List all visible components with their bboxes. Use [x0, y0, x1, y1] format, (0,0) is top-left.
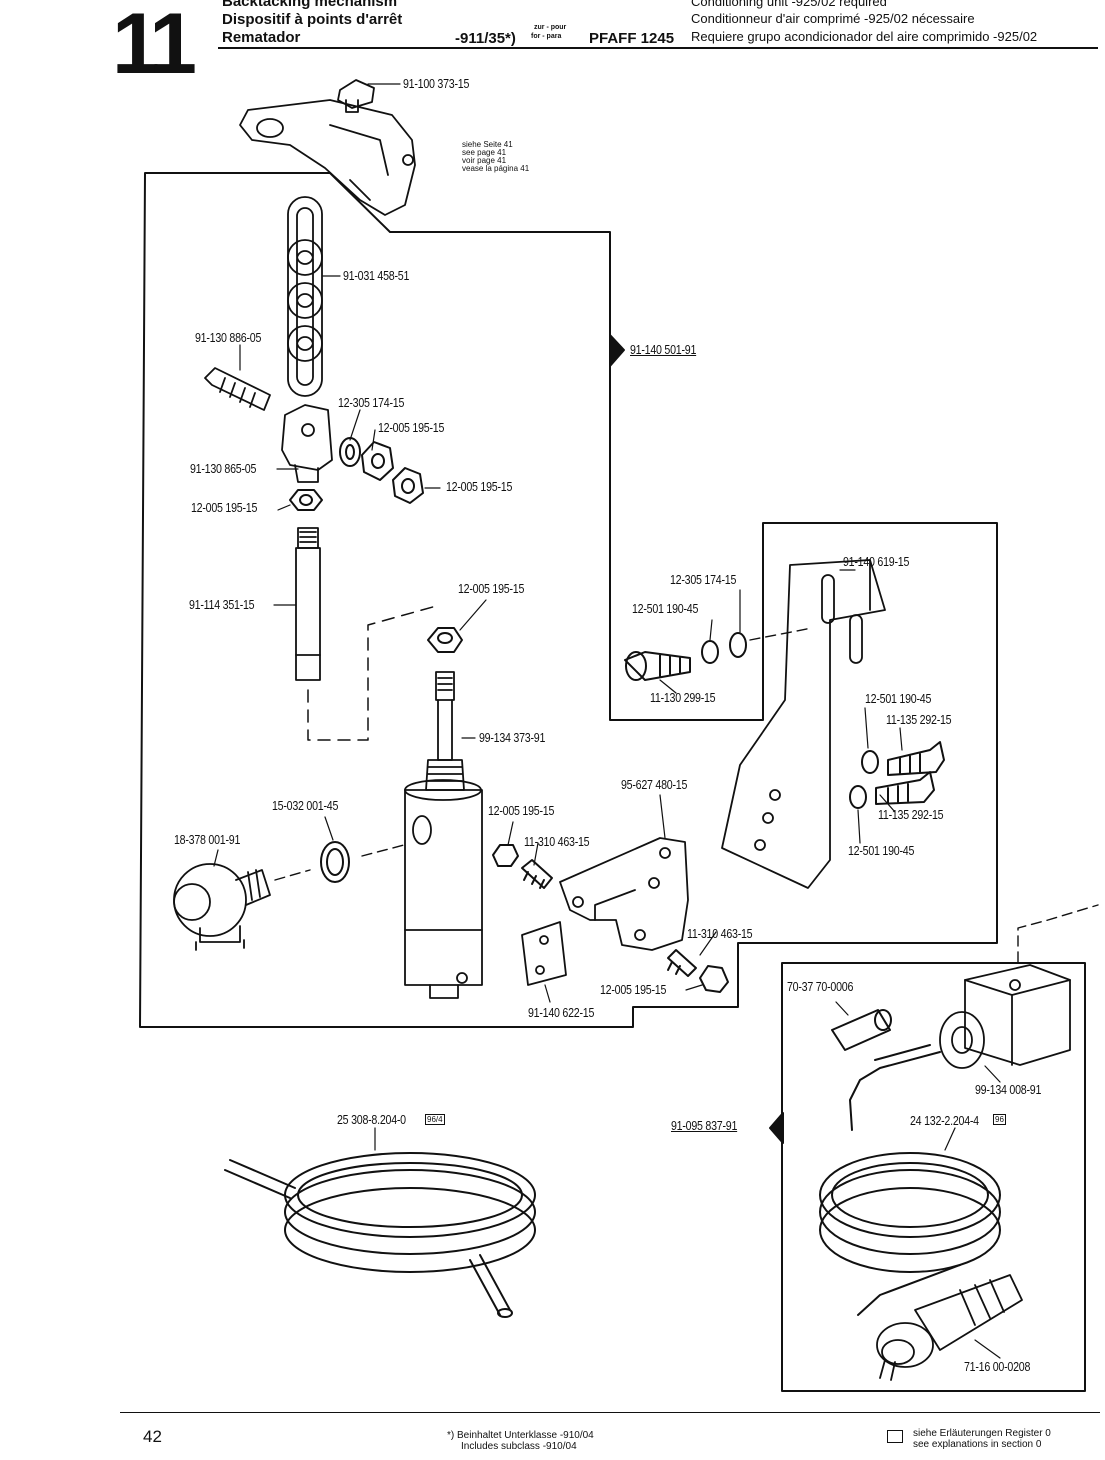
part-label: 12-501 190-45: [848, 843, 915, 858]
valve-coil: [939, 964, 1071, 1069]
part-label: 12-005 195-15: [191, 500, 258, 515]
washer: [849, 785, 867, 809]
see-page-note-es: vease la página 41: [462, 164, 530, 173]
part-label: 95-627 480-15: [621, 777, 688, 792]
pneumatic-cylinder: [404, 671, 483, 999]
washer: [339, 437, 361, 467]
part-label: 12-305 174-15: [670, 572, 737, 587]
part-label: 71-16 00-0208: [964, 1359, 1031, 1374]
part-label: 12-005 195-15: [378, 420, 445, 435]
part-label: 99-134 373-91: [479, 730, 546, 745]
part-label: 91-100 373-15: [403, 76, 470, 91]
explanations-note-de: siehe Erläuterungen Register 0: [913, 1428, 1051, 1439]
subclass-note-en: Includes subclass -910/04: [461, 1441, 577, 1452]
part-label: 70-37 70-0006: [787, 979, 854, 994]
subclass-label: -911/35*): [455, 30, 516, 47]
see-page-note-de: siehe Seite 41: [462, 140, 513, 149]
cap-screw: [624, 651, 691, 681]
part-label: 24 132-2.204-4: [910, 1113, 979, 1128]
header-note-es: Requiere grupo acondicionador del aire c…: [691, 29, 1038, 44]
part-label: 18-378 001-91: [174, 832, 241, 847]
explanations-note-en: see explanations in section 0: [913, 1439, 1042, 1450]
machine-label: PFAFF 1245: [589, 30, 675, 47]
for-label-1: zur - pour: [534, 24, 567, 31]
part-label: 91-031 458-51: [343, 268, 410, 283]
set-screw: [667, 949, 697, 977]
sleeve: [831, 1009, 891, 1051]
assembly-part-label: 91-140 501-91: [630, 342, 697, 357]
hex-nut: [361, 441, 394, 481]
hex-nut: [392, 467, 424, 504]
piston-rod: [295, 527, 321, 681]
header-rule: [218, 47, 1098, 49]
register-badge: 96: [993, 1114, 1006, 1125]
title-fr: Dispositif à points d'arrêt: [222, 11, 403, 28]
register-badge: 96/4: [425, 1114, 445, 1125]
bracket: [559, 837, 689, 951]
register-box-icon: [887, 1430, 903, 1443]
part-label: 25 308-8.204-0: [337, 1112, 406, 1127]
part-label: 15-032 001-45: [272, 798, 339, 813]
see-page-note-en: see page 41: [462, 148, 507, 157]
part-label: 91-130 886-05: [195, 330, 262, 345]
part-label: 12-005 195-15: [458, 581, 525, 596]
part-label: 12-005 195-15: [488, 803, 555, 818]
main-assembly-frame: [139, 172, 998, 1028]
dashed-assembly-line: [307, 604, 441, 741]
part-label: 12-501 190-45: [632, 601, 699, 616]
hex-nut: [289, 489, 323, 511]
part-label: 12-501 190-45: [865, 691, 932, 706]
title-es: Rematador: [222, 29, 301, 46]
hex-nut: [699, 965, 729, 993]
part-label: 11-135 292-15: [886, 712, 952, 727]
washer: [701, 640, 719, 664]
pin-bolt: [204, 367, 271, 411]
air-fitting: [173, 863, 271, 951]
cable-connector: [876, 1274, 1023, 1381]
header-note-en: Conditioning unit -925/02 required: [691, 0, 887, 9]
top-lever: [239, 79, 416, 216]
part-label: 99-134 008-91: [975, 1082, 1042, 1097]
electric-marker-arrow: [769, 1112, 784, 1144]
page-number: 42: [143, 1427, 162, 1446]
cap-screw: [887, 741, 945, 776]
assembly-part-label: 91-095 837-91: [671, 1118, 738, 1133]
footer-rule: [120, 1412, 1100, 1413]
seal-ring: [320, 841, 350, 883]
washer: [861, 750, 879, 774]
hex-nut: [492, 844, 519, 867]
leader-lines: [213, 83, 1001, 1359]
part-label: 91-140 619-15: [843, 554, 910, 569]
part-label: 11-310 463-15: [524, 834, 590, 849]
assembly-marker-arrow: [609, 334, 625, 367]
subclass-note-de: *) Beinhaltet Unterklasse -910/04: [447, 1430, 594, 1441]
part-label: 91-130 865-05: [190, 461, 257, 476]
electric-assembly-frame: [781, 962, 1086, 1392]
small-plate: [521, 921, 567, 986]
part-label: 91-114 351-15: [189, 597, 255, 612]
chain: [287, 196, 323, 397]
part-label: 12-005 195-15: [600, 982, 667, 997]
mounting-plate: [721, 559, 886, 889]
hex-nut: [427, 627, 463, 653]
part-label: 11-130 299-15: [650, 690, 716, 705]
part-label: 11-310 463-15: [687, 926, 753, 941]
title-en: Backtacking mechanism: [222, 0, 398, 10]
part-label: 91-140 622-15: [528, 1005, 595, 1020]
washer: [729, 632, 747, 658]
see-page-note-fr: voir page 41: [462, 156, 507, 165]
fork-head: [281, 404, 333, 483]
section-number: 11: [112, 0, 197, 92]
set-screw: [521, 859, 553, 889]
part-label: 12-005 195-15: [446, 479, 513, 494]
part-label: 11-135 292-15: [878, 807, 944, 822]
header-note-fr: Conditionneur d'air comprimé -925/02 néc…: [691, 11, 975, 26]
part-label: 12-305 174-15: [338, 395, 405, 410]
cable-coil: [819, 1044, 1001, 1316]
pneumatic-hose: [224, 1152, 536, 1318]
cap-screw: [875, 771, 935, 805]
for-label-2: for - para: [531, 33, 562, 40]
